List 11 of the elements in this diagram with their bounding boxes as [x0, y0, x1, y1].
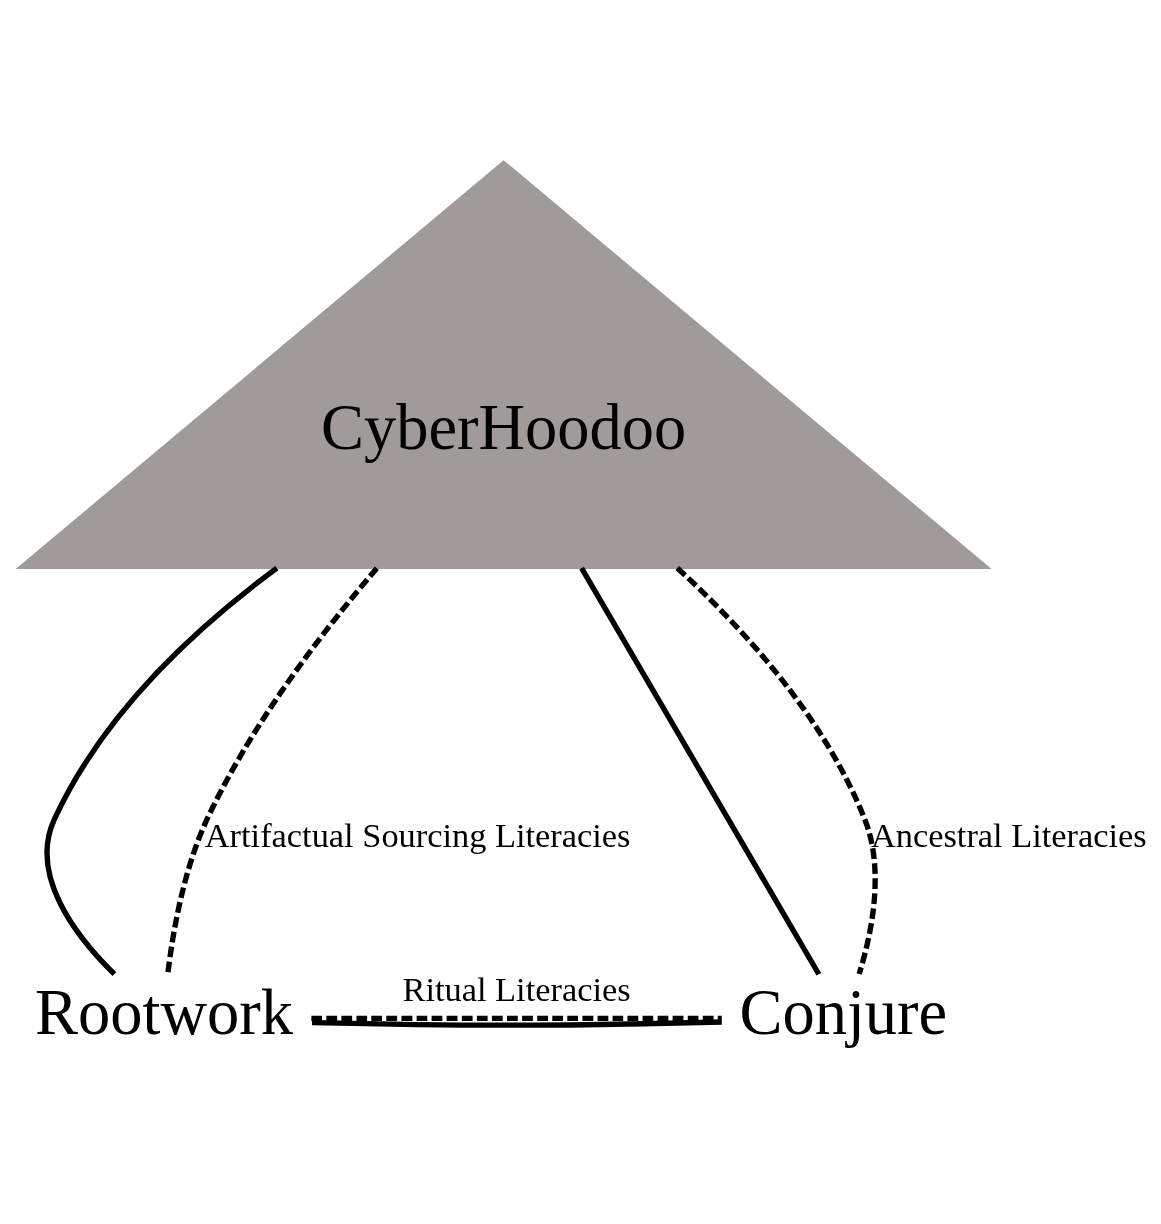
connector — [579, 566, 822, 976]
connector — [675, 566, 878, 975]
edge-label: Ancestral Literacies — [870, 815, 1147, 854]
node-text: Conjure — [739, 977, 948, 1049]
connector — [312, 1019, 722, 1028]
connector — [44, 565, 279, 977]
connector — [165, 566, 379, 975]
edge-label: Ritual Literacies — [402, 969, 631, 1008]
node-text: Rootwork — [34, 977, 293, 1049]
connector — [311, 1015, 722, 1021]
edge-label: Artifactual Sourcing Literacies — [204, 815, 631, 854]
